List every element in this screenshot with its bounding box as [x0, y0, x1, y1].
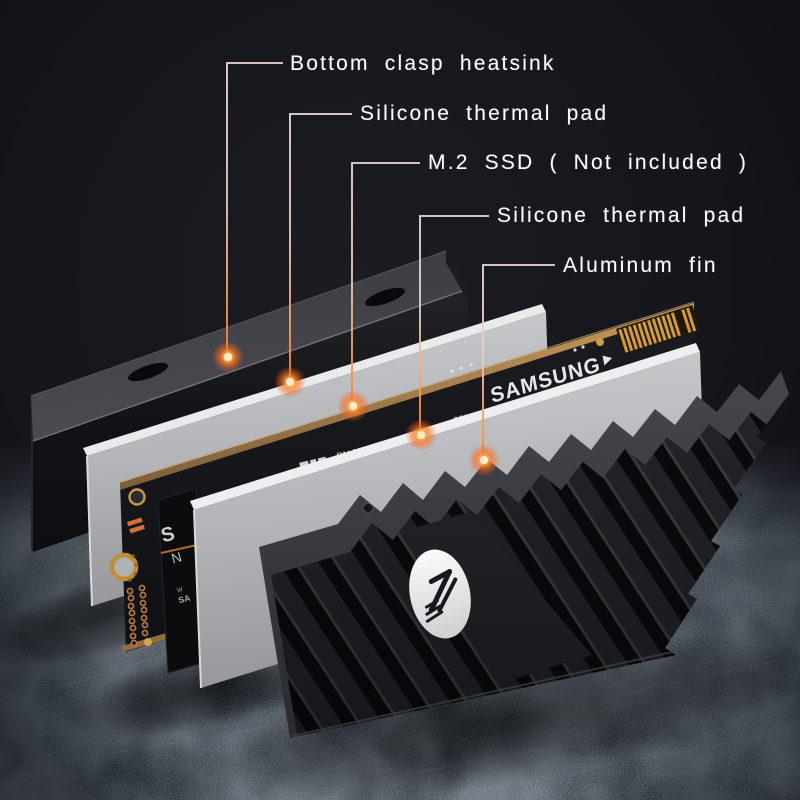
glow-dot-3 [337, 390, 369, 422]
ssd-vias [126, 584, 149, 647]
sticker-fragment-n: N [170, 548, 184, 566]
ssd-mount-notch [109, 552, 139, 582]
clasp-slot-right [365, 287, 405, 307]
ssd-gold-dot [144, 638, 152, 646]
sticker-fragment-s: S [159, 523, 178, 548]
ssd-solder-pads [127, 517, 145, 534]
leader-line-3 [351, 162, 420, 406]
callout-label-bottom-clasp-heatsink: Bottom clasp heatsink [290, 52, 556, 75]
sticker-fragment-w: w [175, 584, 184, 595]
sticker-fragment-sa: SA [177, 593, 191, 606]
ssd-gold-pad [596, 338, 604, 346]
brand-logo-glyph [424, 569, 458, 623]
leader-lines [226, 62, 555, 460]
glow-dots [212, 341, 500, 476]
callout-label-m2-ssd: M.2 SSD ( Not included ) [428, 151, 749, 174]
leader-line-2 [289, 113, 352, 382]
leader-line-4 [419, 215, 489, 435]
callout-label-aluminum-fin: Aluminum fin [563, 254, 718, 277]
ssd-connector-pins [616, 304, 701, 355]
leader-line-5 [482, 264, 555, 460]
glow-dot-5 [468, 444, 500, 476]
glow-dot-1 [212, 341, 244, 373]
callout-label-thermal-pad-back: Silicone thermal pad [360, 102, 609, 125]
brand-logo-badge [409, 549, 471, 639]
glow-dot-4 [405, 419, 437, 451]
leader-line-1 [226, 62, 283, 357]
callout-label-thermal-pad-front: Silicone thermal pad [497, 204, 746, 227]
clasp-slot-left [128, 362, 168, 382]
samsung-arrow-icon [602, 355, 613, 366]
fin-screw-hole [362, 503, 374, 513]
ssd-screw-hole [128, 488, 146, 506]
glow-dot-2 [274, 366, 306, 398]
